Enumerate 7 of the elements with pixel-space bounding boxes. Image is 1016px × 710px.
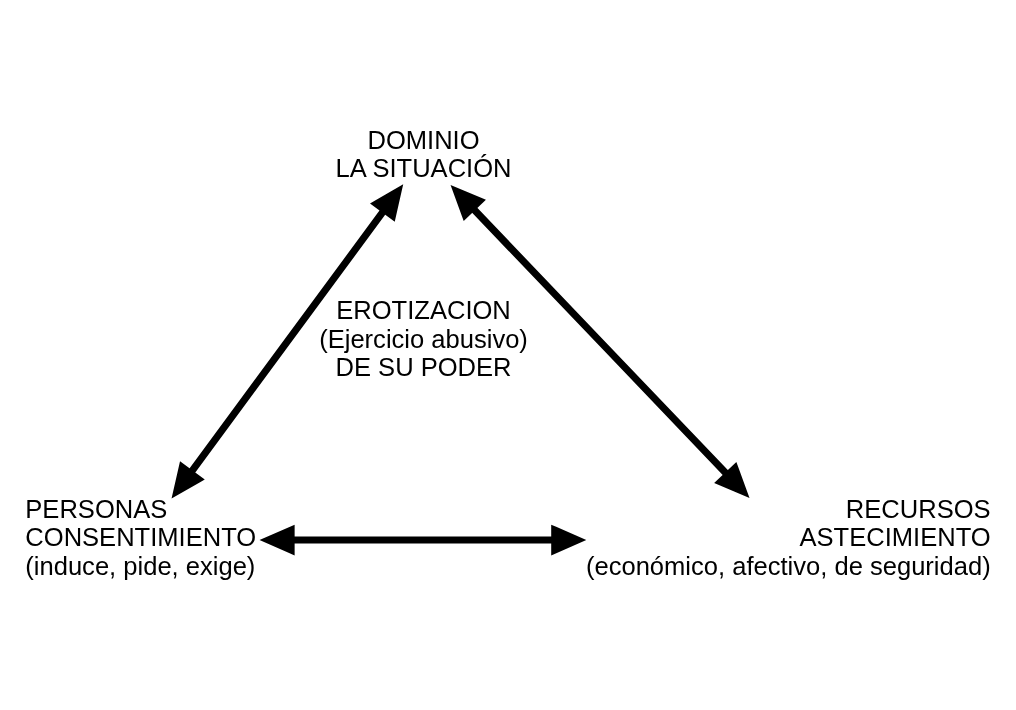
node-text: DOMINIO LA SITUACIÓN	[335, 125, 512, 182]
label: EROTIZACION (Ejercicio abusivo) DE SU PODER	[319, 295, 528, 381]
arrow	[171, 183, 404, 499]
arrow	[450, 184, 750, 498]
node-text: RECURSOS ASTECIMIENTO (económico, afectivo, de seguridad)	[585, 494, 991, 580]
node-text: PERSONAS CONSENTIMIENTO (induce, pide, exige)	[25, 494, 257, 580]
arrow	[259, 524, 587, 555]
